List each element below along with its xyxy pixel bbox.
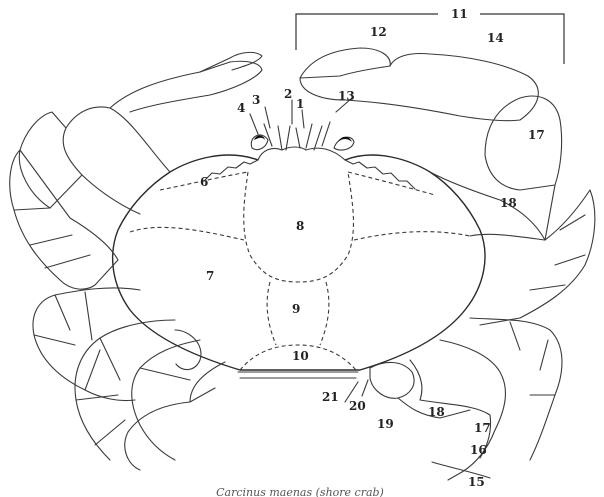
- right-merus: [430, 172, 555, 240]
- posterior-margin: [238, 372, 358, 378]
- teeth-right: [345, 160, 415, 189]
- antennule-left: [264, 124, 272, 146]
- eye-right: [334, 137, 354, 150]
- region-6-lower: [130, 227, 244, 240]
- label-21: 21: [322, 390, 339, 404]
- right-leg-1-seg: [530, 215, 585, 290]
- teeth-left: [204, 160, 258, 181]
- right-propodus: [300, 54, 538, 121]
- right-leg-2-seg: [510, 322, 555, 395]
- label-13: 13: [338, 89, 355, 103]
- label-14: 14: [487, 31, 504, 45]
- antennae: [278, 124, 322, 150]
- left-leg-4: [125, 362, 225, 470]
- label-17-lower: 17: [474, 421, 491, 435]
- leader-lines: [250, 98, 368, 402]
- label-7: 7: [206, 269, 214, 283]
- region-right-lower: [354, 232, 470, 240]
- label-16: 16: [470, 443, 487, 457]
- figure-caption: Carcinus maenas (shore crab): [216, 486, 384, 497]
- bracket-11: [296, 14, 564, 64]
- label-18-upper: 18: [500, 196, 517, 210]
- label-19: 19: [377, 417, 394, 431]
- label-10: 10: [292, 349, 309, 363]
- right-leg-segments: [370, 362, 470, 418]
- label-2: 2: [284, 87, 292, 101]
- left-leg-joints: [140, 330, 215, 402]
- label-17-upper: 17: [528, 128, 545, 142]
- label-18-lower: 18: [428, 405, 445, 419]
- label-3: 3: [252, 93, 260, 107]
- frontal-margin: [258, 147, 345, 160]
- left-cheliped-merus: [63, 107, 170, 214]
- right-carpus: [485, 96, 562, 190]
- label-20: 20: [349, 399, 366, 413]
- left-cheliped-carpus: [19, 112, 82, 208]
- right-dactyl: [300, 48, 390, 78]
- label-15: 15: [468, 475, 485, 489]
- antennule-right: [322, 122, 330, 146]
- label-12: 12: [370, 25, 387, 39]
- label-11: 11: [451, 7, 468, 21]
- carapace-outline: [113, 155, 485, 370]
- left-leg-2-seg: [76, 338, 125, 445]
- label-6: 6: [200, 175, 208, 189]
- label-9: 9: [292, 302, 300, 316]
- region-right-upper: [348, 172, 435, 195]
- label-1: 1: [296, 97, 304, 111]
- left-outer-limb: [10, 150, 118, 289]
- left-leg-1-seg: [34, 292, 100, 390]
- label-8: 8: [296, 219, 304, 233]
- label-4: 4: [237, 101, 245, 115]
